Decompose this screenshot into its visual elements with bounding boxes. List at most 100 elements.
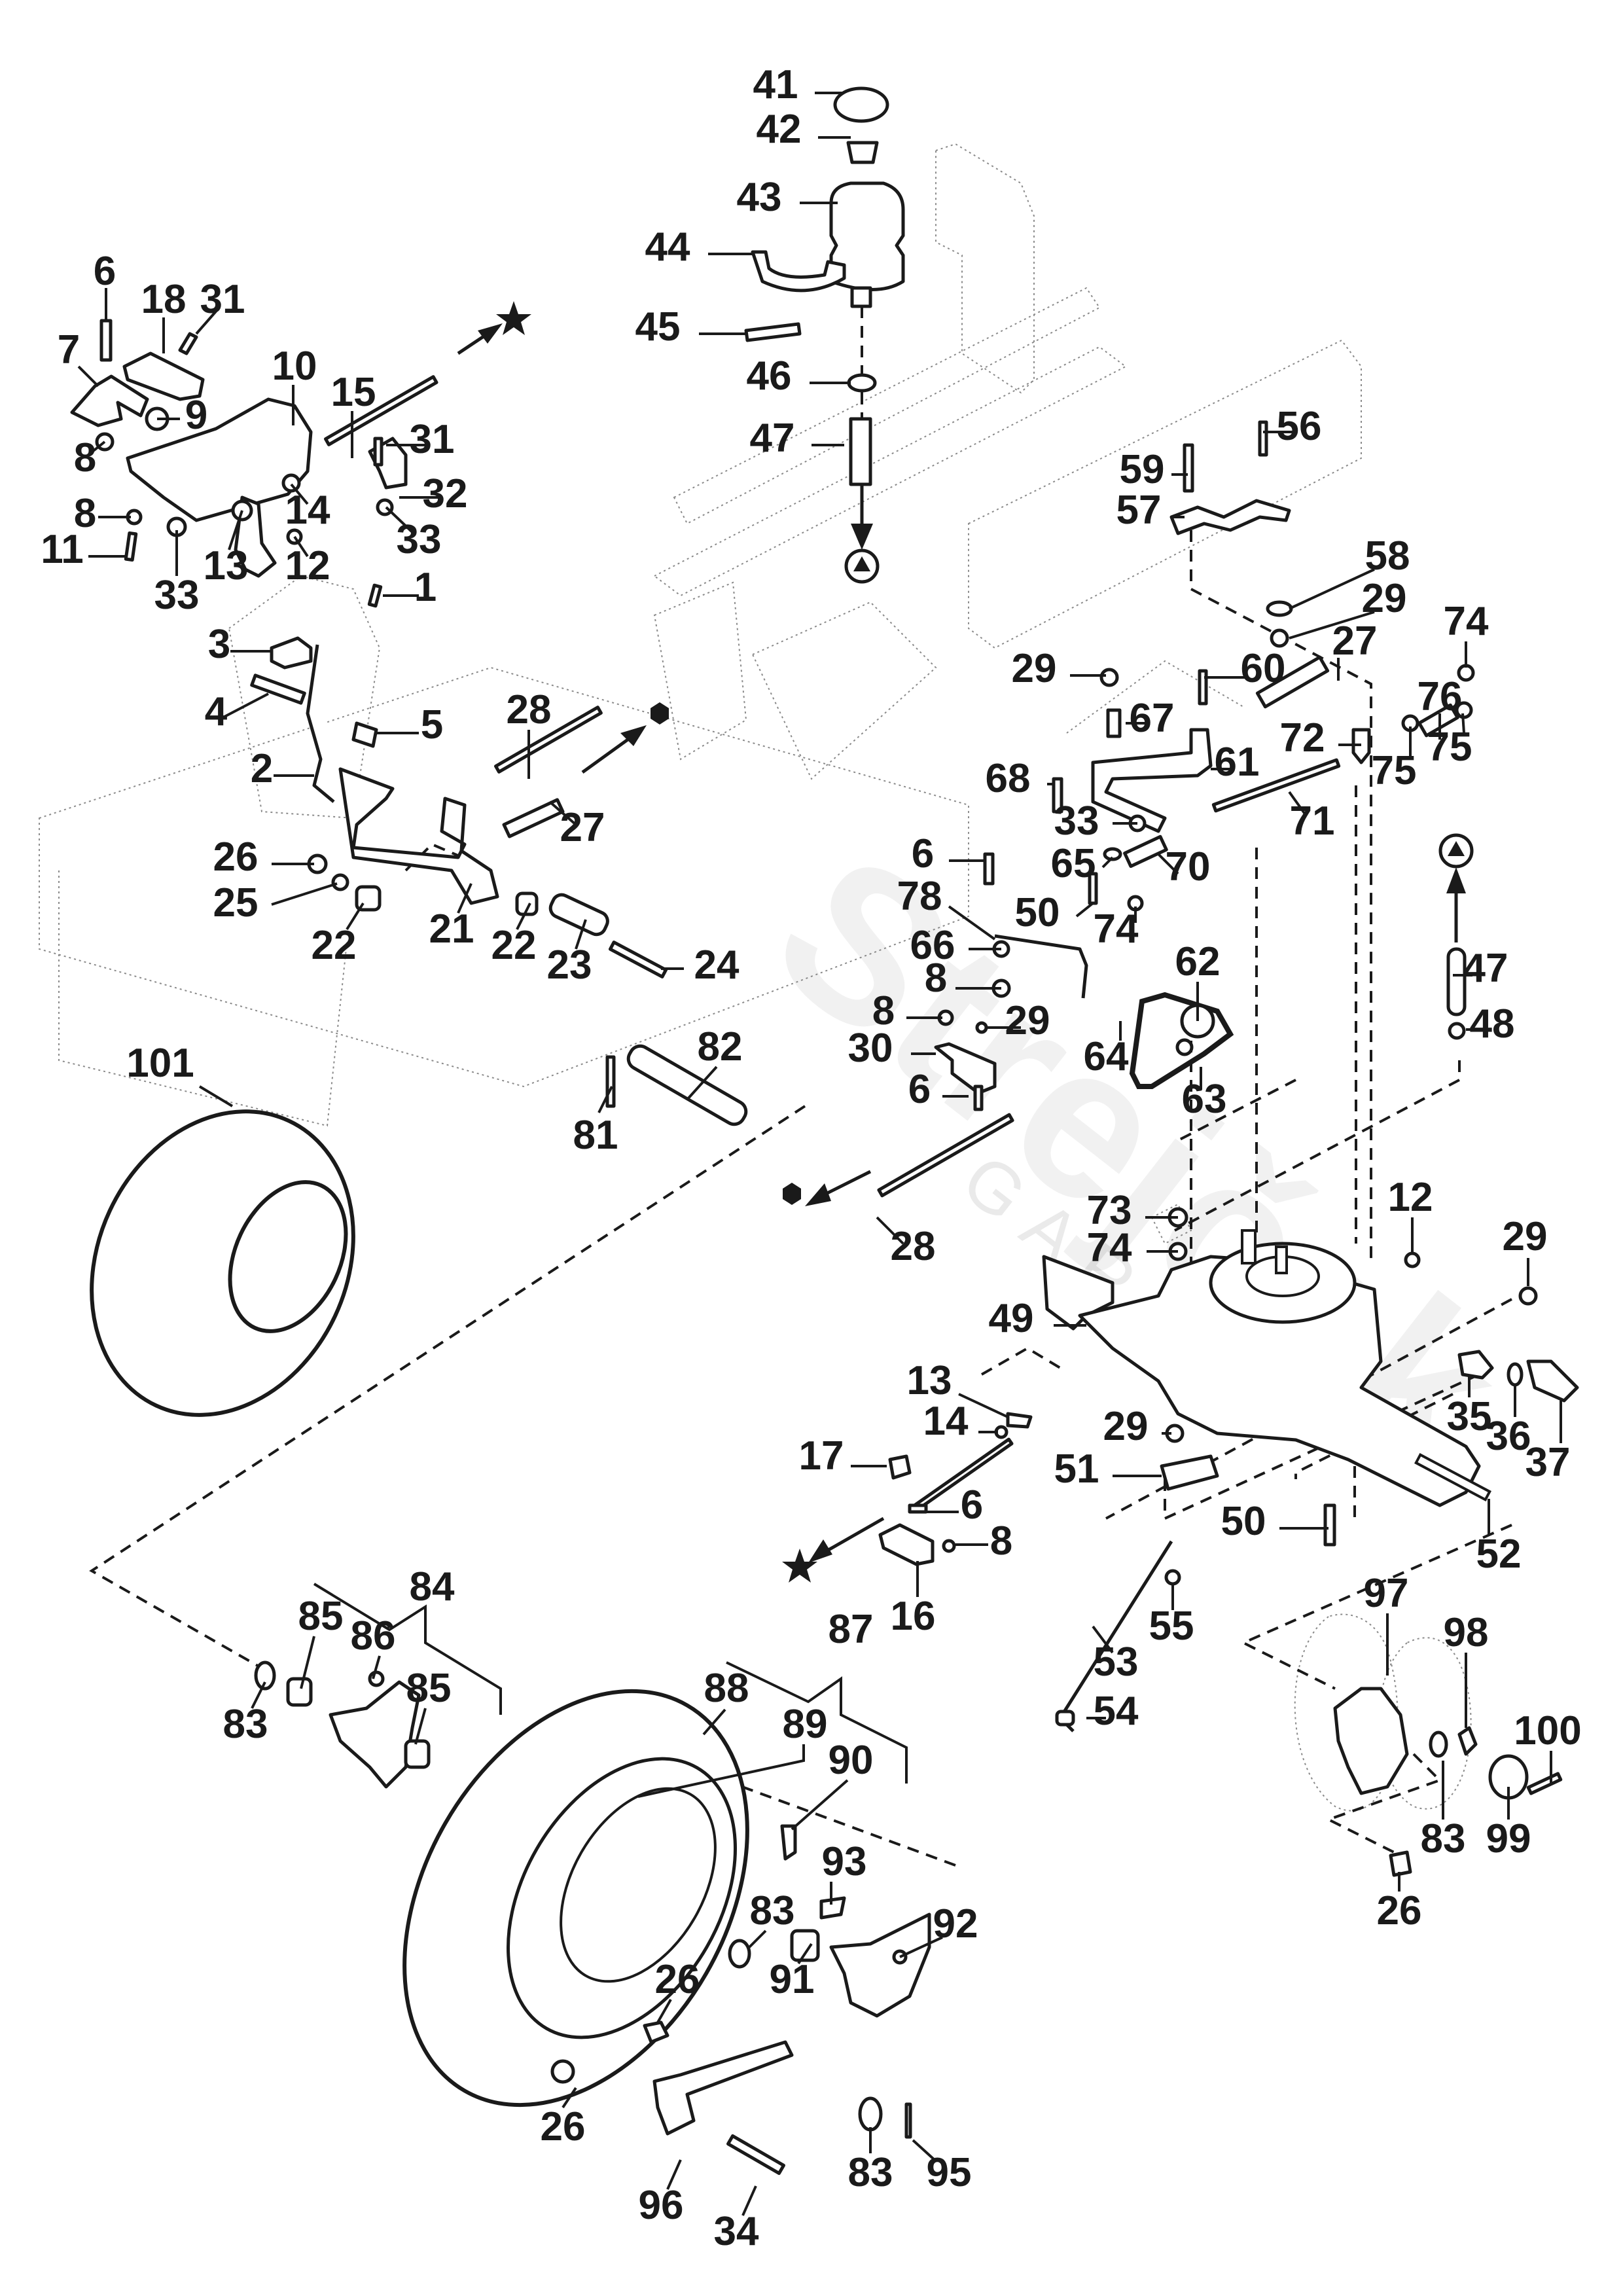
part-number-label: 57	[1116, 488, 1162, 533]
part-number-label: 93	[822, 1839, 867, 1884]
leader-line	[548, 800, 577, 826]
part-number-label: 26	[1377, 1888, 1422, 1933]
part-number-label: 65	[1051, 841, 1096, 886]
part-number-label: 27	[560, 805, 605, 850]
washer	[1266, 600, 1293, 617]
callout-11: 11	[41, 527, 128, 572]
leader-line	[1075, 902, 1094, 918]
callout-5: 5	[376, 702, 443, 747]
part-number-label: 32	[423, 471, 468, 516]
leader-line	[1289, 568, 1375, 610]
nut	[1389, 1850, 1412, 1877]
callout-17: 17	[799, 1433, 887, 1479]
part-number-label: 73	[1087, 1188, 1132, 1233]
callout-90: 90	[791, 1738, 873, 1831]
callout-34: 34	[714, 2185, 759, 2254]
callout-54: 54	[1086, 1689, 1139, 1734]
part-number-label: 42	[757, 107, 802, 152]
washer	[331, 873, 349, 891]
callout-59: 59	[1120, 447, 1188, 492]
part-number-label: 58	[1365, 533, 1410, 579]
leader-line	[372, 1655, 381, 1679]
leader-line	[300, 1636, 315, 1689]
axle-bracket	[829, 1912, 931, 2018]
callout-68: 68	[986, 756, 1054, 801]
part-number-label: 97	[1364, 1571, 1409, 1616]
part-number-label: 96	[639, 2183, 684, 2228]
part-number-label: 6	[961, 1482, 983, 1528]
part-number-label: 83	[1421, 1816, 1466, 1861]
callout-46: 46	[747, 353, 851, 399]
callout-49: 49	[989, 1296, 1086, 1341]
part-number-label: 66	[910, 923, 955, 968]
part-number-label: 43	[737, 175, 782, 220]
callout-26: 26	[541, 2087, 585, 2149]
part-number-label: 28	[891, 1224, 936, 1269]
part-number-label: 71	[1290, 798, 1335, 844]
callout-31: 31	[195, 277, 245, 335]
callout-6: 6	[94, 249, 116, 321]
callout-47: 47	[1453, 946, 1508, 991]
callout-45: 45	[635, 304, 746, 350]
shaft	[626, 1044, 748, 1126]
nut	[1164, 1569, 1181, 1586]
rod	[1211, 758, 1341, 813]
filter-fitting	[1526, 1359, 1579, 1403]
cap	[1055, 1710, 1075, 1727]
part-number-label: 78	[897, 874, 942, 919]
callout-70: 70	[1157, 844, 1210, 889]
callout-64: 64	[1084, 1021, 1129, 1079]
part-number-label: 62	[1175, 939, 1221, 984]
callout-29: 29	[1012, 646, 1106, 691]
callout-27: 27	[548, 800, 605, 850]
spring-rod	[994, 934, 1088, 999]
part-number-label: 51	[1054, 1446, 1099, 1492]
callout-29: 29	[1289, 576, 1406, 639]
part-number-label: 60	[1241, 646, 1286, 691]
part-number-label: 99	[1486, 1816, 1531, 1861]
part-number-label: 8	[74, 435, 96, 480]
part-number-label: 55	[1149, 1604, 1194, 1649]
callout-15: 15	[331, 370, 376, 458]
seal	[254, 1660, 276, 1691]
part-number-label: 6	[908, 1067, 931, 1112]
washer	[728, 1939, 751, 1969]
leader-line	[912, 2139, 936, 2161]
part-number-label: 45	[635, 304, 681, 350]
callout-95: 95	[912, 2139, 971, 2195]
callout-78: 78	[897, 874, 996, 941]
part-number-label: 31	[410, 417, 455, 462]
callout-83: 83	[223, 1681, 268, 1747]
knob	[351, 721, 378, 748]
callout-96: 96	[639, 2159, 684, 2228]
part-number-label: 11	[41, 527, 84, 572]
cable-bracket	[934, 1042, 997, 1095]
part-number-label: 13	[204, 543, 249, 588]
nut	[550, 2059, 575, 2084]
callout-29: 29	[985, 998, 1050, 1043]
spring	[1255, 655, 1330, 709]
part-number-label: 33	[397, 517, 442, 562]
leader-line	[87, 440, 106, 456]
part-number-label: 81	[573, 1113, 618, 1158]
callout-22: 22	[312, 902, 365, 968]
callout-98: 98	[1444, 1610, 1488, 1728]
leader-line	[228, 510, 243, 550]
assembly-bracket	[726, 1661, 908, 1784]
carriage-bolt	[726, 2134, 785, 2176]
reservoir-cap	[833, 86, 889, 123]
callout-86: 86	[351, 1613, 395, 1679]
bushing	[404, 1739, 431, 1769]
callout-62: 62	[1175, 939, 1221, 1021]
part-number-label: 16	[891, 1594, 936, 1639]
bracket	[1169, 499, 1291, 535]
callout-60: 60	[1204, 646, 1285, 691]
callout-8: 8	[955, 1518, 1012, 1564]
callout-61: 61	[1211, 740, 1259, 785]
callout-30: 30	[848, 1026, 936, 1071]
o-ring	[1507, 1362, 1524, 1387]
callout-8: 8	[74, 491, 131, 536]
part-number-label: 26	[213, 834, 259, 880]
spring	[1123, 834, 1168, 869]
